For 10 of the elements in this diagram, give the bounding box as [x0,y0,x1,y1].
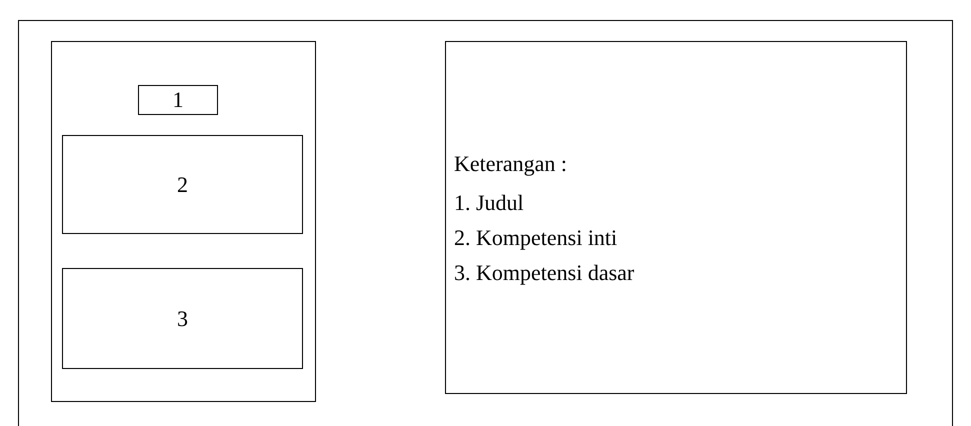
legend-item: 3. Kompetensi dasar [454,260,634,286]
legend-item: 2. Kompetensi inti [454,225,618,251]
content-box: 3 [62,268,303,369]
page-outline [51,41,316,402]
page-frame [18,20,953,426]
title-box: 1 [138,85,218,115]
legend-item: 1. Judul [454,190,524,216]
legend-heading: Keterangan : [454,151,567,177]
content-box: 2 [62,135,303,234]
legend-box [445,41,907,394]
